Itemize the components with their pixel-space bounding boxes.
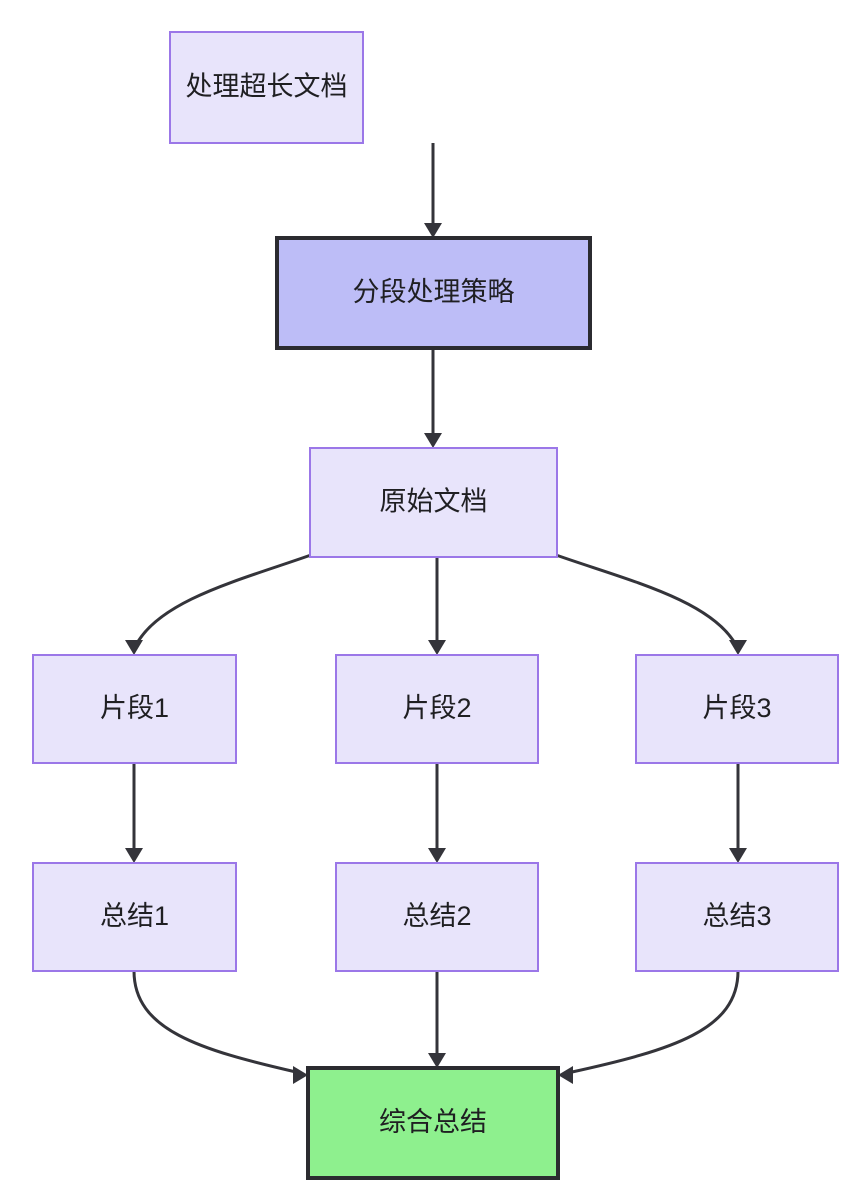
edge-n8-to-n10 [428, 971, 446, 1068]
flow-node[interactable]: 总结3 [635, 862, 839, 972]
node-label: 原始文档 [380, 487, 488, 517]
flow-node[interactable]: 片段2 [335, 654, 539, 764]
edge-n5-to-n8 [428, 763, 446, 863]
edge-n3-to-n5 [428, 557, 446, 655]
edge-line [571, 970, 740, 1074]
arrow-head-icon [125, 640, 143, 655]
flow-node[interactable]: 分段处理策略 [275, 236, 592, 350]
node-label: 分段处理策略 [353, 277, 515, 307]
node-box[interactable] [635, 654, 839, 764]
edge-n6-to-n9 [729, 763, 747, 863]
node-label: 片段1 [100, 693, 169, 723]
node-label: 总结3 [702, 901, 771, 931]
arrow-head-icon [293, 1066, 308, 1084]
edge-n9-to-n10 [558, 970, 740, 1084]
edge-n4-to-n7 [125, 763, 143, 863]
flow-node[interactable]: 片段3 [635, 654, 839, 764]
node-label: 综合总结 [379, 1107, 487, 1137]
flow-node[interactable]: 综合总结 [306, 1066, 560, 1180]
node-box[interactable] [169, 31, 364, 144]
node-box[interactable] [32, 654, 237, 764]
arrow-head-icon [424, 433, 442, 448]
edge-line [132, 970, 297, 1074]
arrow-head-icon [558, 1066, 573, 1084]
node-label: 处理超长文档 [186, 72, 348, 102]
edge-n2-to-n3 [424, 348, 442, 448]
node-label: 片段2 [402, 693, 471, 723]
edge-n3-to-n6 [555, 553, 747, 655]
node-label: 总结2 [402, 901, 471, 931]
node-label: 总结1 [100, 901, 169, 931]
edge-n3-to-n4 [125, 553, 312, 655]
arrow-head-icon [428, 640, 446, 655]
edge-line [134, 553, 312, 646]
edge-n7-to-n10 [132, 970, 308, 1084]
flow-node[interactable]: 总结1 [32, 862, 237, 972]
flow-node[interactable]: 总结2 [335, 862, 539, 972]
arrow-head-icon [428, 1053, 446, 1068]
edges-layer [125, 143, 747, 1084]
arrow-head-icon [428, 848, 446, 863]
node-box[interactable] [306, 1066, 560, 1180]
edge-n1-to-n2 [424, 143, 442, 238]
flow-node[interactable]: 处理超长文档 [169, 31, 364, 144]
arrow-head-icon [729, 640, 747, 655]
arrow-head-icon [424, 223, 442, 238]
arrow-head-icon [729, 848, 747, 863]
node-label: 片段3 [702, 693, 771, 723]
flow-node[interactable]: 片段1 [32, 654, 237, 764]
node-box[interactable] [335, 862, 539, 972]
node-box[interactable] [335, 654, 539, 764]
node-box[interactable] [32, 862, 237, 972]
flow-node[interactable]: 原始文档 [309, 447, 558, 558]
node-box[interactable] [309, 447, 558, 558]
arrow-head-icon [125, 848, 143, 863]
edge-line [555, 553, 738, 646]
node-box[interactable] [635, 862, 839, 972]
node-box[interactable] [275, 236, 592, 350]
